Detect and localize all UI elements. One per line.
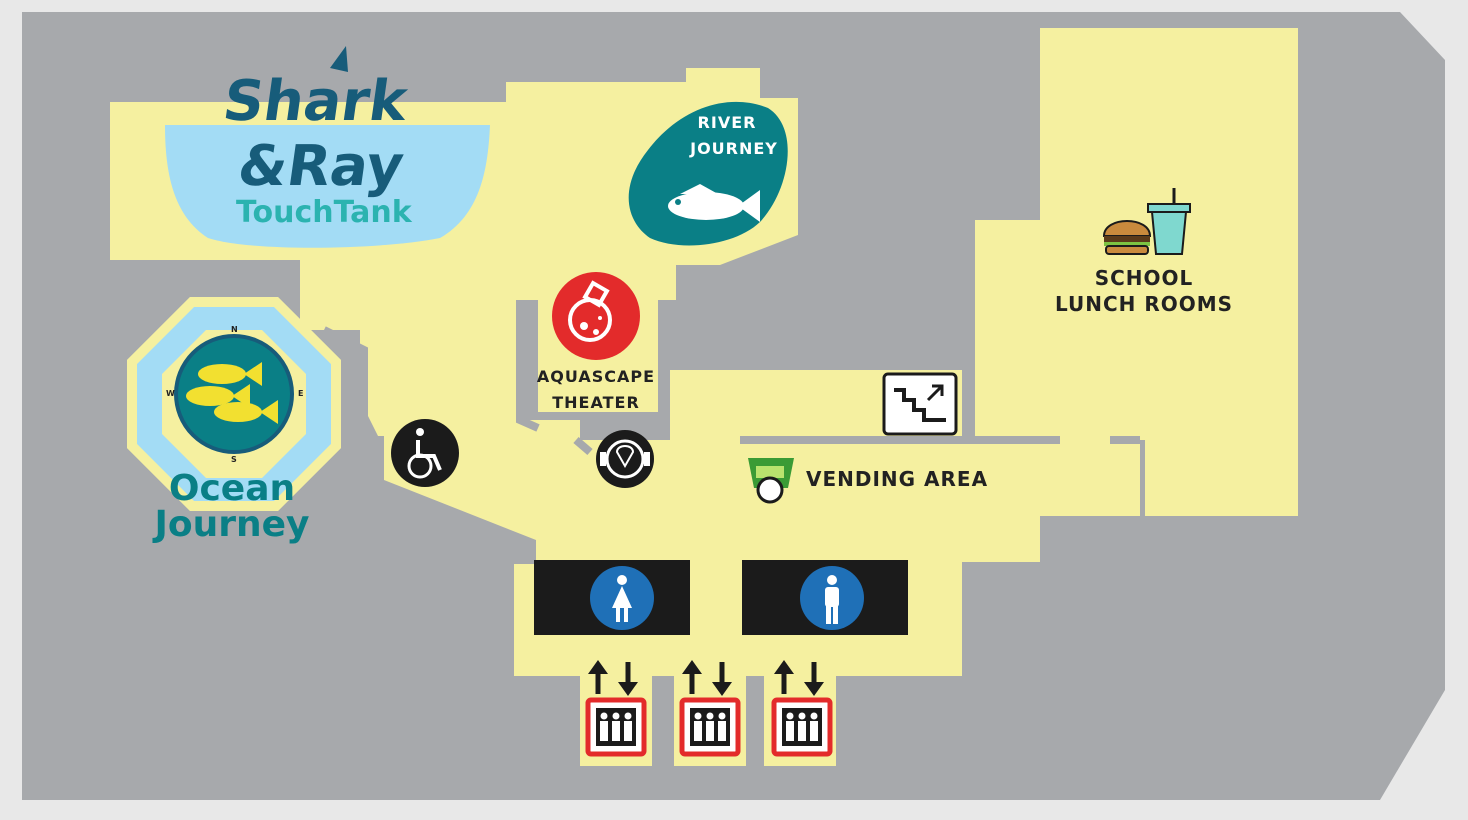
compass-east: E	[298, 389, 304, 398]
shark-ray-tank-water	[165, 125, 490, 248]
shark-ray-title-line2: &Ray	[234, 134, 408, 199]
floor-school-lunch	[975, 28, 1298, 516]
yellow-fish-icons	[186, 362, 278, 424]
compass-points: N E S W	[166, 325, 304, 464]
hearing-loop-icon	[596, 430, 654, 488]
lunch-label-line2: LUNCH ROOMS	[1055, 292, 1233, 316]
elevator-icon	[585, 660, 647, 757]
drink-icon	[1147, 188, 1191, 255]
shark-ray-title-line3: TouchTank	[236, 195, 413, 230]
vending-area-label: VENDING AREA	[806, 467, 988, 491]
ocean-journey-title-line2: Journey	[151, 504, 309, 545]
elevators	[585, 660, 833, 757]
mens-restroom-icon	[800, 566, 864, 630]
aquascape-flask-icon	[552, 272, 640, 360]
ocean-journey-fish-icon	[174, 334, 294, 454]
lunch-label-line1: SCHOOL	[1095, 266, 1194, 290]
ocean-journey-exhibit: N E S W Ocean Journey	[127, 297, 341, 545]
elevator-icon	[679, 660, 741, 757]
vending-area: VENDING AREA	[748, 458, 988, 504]
aquascape-label-line2: THEATER	[552, 393, 640, 412]
aquascape-theater: AQUASCAPE THEATER	[537, 272, 655, 412]
vending-machine-icon	[748, 458, 794, 504]
river-journey-title-line2: JOURNEY	[689, 139, 778, 158]
compass-west: W	[166, 389, 176, 398]
river-journey-exhibit: RIVER JOURNEY	[628, 101, 788, 246]
elevator-icon	[771, 660, 833, 757]
stairs-icon	[882, 372, 958, 436]
shark-fin-icon	[330, 46, 348, 72]
river-journey-fish-icon	[668, 184, 760, 222]
mens-restroom	[742, 560, 908, 635]
river-journey-title-line1: RIVER	[698, 113, 757, 132]
shark-ray-title-line1: Shark	[219, 69, 412, 134]
school-lunch-rooms: SCHOOL LUNCH ROOMS	[1055, 188, 1233, 316]
flask-glyph	[568, 280, 612, 342]
shark-ray-touch-tank-logo: Shark &Ray TouchTank	[219, 46, 413, 230]
burger-icon	[1102, 220, 1152, 255]
compass-north: N	[231, 325, 239, 334]
womens-restroom	[534, 560, 690, 635]
floor-central-hall	[300, 255, 1140, 676]
aquascape-label-line1: AQUASCAPE	[537, 367, 655, 386]
ocean-journey-title-line1: Ocean	[169, 468, 295, 509]
womens-restroom-icon	[590, 566, 654, 630]
corridor-walls	[322, 300, 1140, 456]
wheelchair-accessible-icon	[391, 419, 459, 487]
compass-south: S	[231, 455, 238, 464]
